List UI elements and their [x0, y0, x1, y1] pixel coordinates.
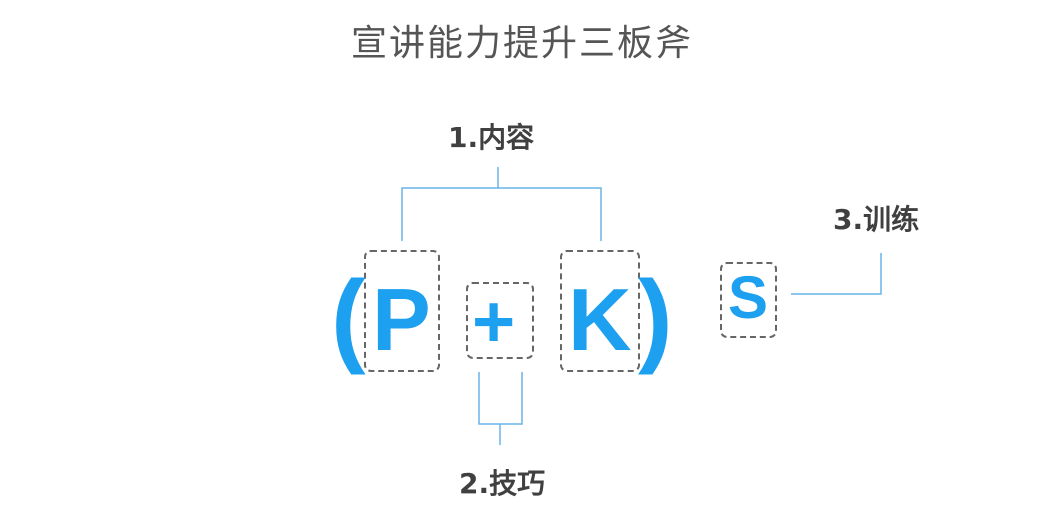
training-label: 3.训练 [833, 203, 920, 236]
letter-k: K [568, 270, 632, 369]
skill-bracket [478, 372, 523, 425]
close-parenthesis: ) [638, 260, 673, 376]
letter-s: S [728, 264, 769, 331]
s-box [720, 262, 777, 338]
plus-sign: + [472, 280, 516, 363]
letter-p: P [372, 270, 431, 369]
content-label: 1.内容 [448, 121, 535, 154]
content-bracket-horizontal [401, 187, 602, 241]
p-box [364, 250, 440, 372]
training-connector [791, 253, 882, 295]
k-box [560, 250, 640, 372]
skill-label: 2.技巧 [459, 467, 546, 500]
plus-box [466, 282, 534, 359]
page-title: 宣讲能力提升三板斧 [350, 23, 693, 64]
open-parenthesis: ( [331, 260, 366, 376]
